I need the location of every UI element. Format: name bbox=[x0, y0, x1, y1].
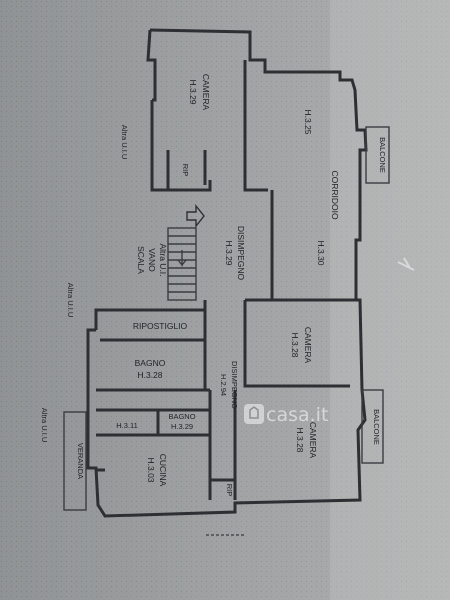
camera-bottom-height: H.3.28 bbox=[295, 427, 305, 452]
svg-text:casa.it: casa.it bbox=[266, 404, 328, 426]
disimpegno-main-name: DISIMPEGNO bbox=[236, 226, 246, 281]
disimpegno-small-height: H.2.94 bbox=[219, 374, 228, 396]
vano-scala-line1: Altra U.I. bbox=[158, 243, 168, 276]
camera-top-height: H.3.29 bbox=[188, 79, 198, 104]
outer-walls bbox=[86, 28, 368, 518]
rip-top-name: RIP bbox=[181, 164, 190, 177]
stair-drawing bbox=[167, 227, 197, 301]
bagno-small-height: H.3.29 bbox=[171, 422, 193, 431]
cucina-name: CUCINA bbox=[158, 454, 168, 487]
bagno-large-name: BAGNO bbox=[135, 358, 166, 368]
disimpegno-small-name: DISIMPEGNO bbox=[230, 361, 239, 409]
corridor-name: CORRIDOIO bbox=[330, 170, 340, 220]
veranda-name: VERANDA bbox=[76, 443, 85, 479]
entry-arrow-icon bbox=[186, 204, 205, 228]
vano-scala-line2: VANO bbox=[147, 248, 157, 272]
ripostiglio-name: RIPOSTIGLIO bbox=[133, 321, 188, 331]
bagno-large-height: H.3.28 bbox=[137, 370, 162, 380]
rip-bottom-name: RIP bbox=[225, 484, 234, 497]
vano-scala-line3: SCALA bbox=[136, 246, 146, 274]
camera-mid-name: CAMERA bbox=[303, 327, 313, 364]
outside-label-left-mid: Altra U.I.U bbox=[66, 283, 75, 318]
watermark-logo: casa.it bbox=[244, 404, 328, 426]
cucina-height: H.3.03 bbox=[146, 457, 156, 482]
camera-top-name: CAMERA bbox=[201, 74, 211, 111]
balcone-top-outline bbox=[365, 126, 390, 184]
balcone-top-name: BALCONE bbox=[378, 137, 387, 173]
bagno-small-side-height: H.3.11 bbox=[116, 421, 138, 430]
outside-label-left-bottom: Altra U.I.U bbox=[40, 408, 49, 443]
pen-mark bbox=[397, 257, 415, 271]
room-top-right-height: H.3.25 bbox=[303, 109, 313, 134]
camera-bottom-name: CAMERA bbox=[308, 422, 318, 459]
interior-walls bbox=[96, 60, 356, 500]
balcone-bottom-name: BALCONE bbox=[372, 409, 381, 445]
veranda-outline bbox=[63, 411, 87, 511]
disimpegno-main-height: H.3.29 bbox=[224, 240, 234, 265]
bagno-small-name: BAGNO bbox=[168, 412, 195, 421]
h330-height: H.3.30 bbox=[316, 240, 326, 265]
outside-label-left-top: Altra U.I.U bbox=[120, 125, 129, 160]
camera-mid-height: H.3.28 bbox=[290, 332, 300, 357]
balcone-bottom-outline bbox=[361, 389, 384, 464]
